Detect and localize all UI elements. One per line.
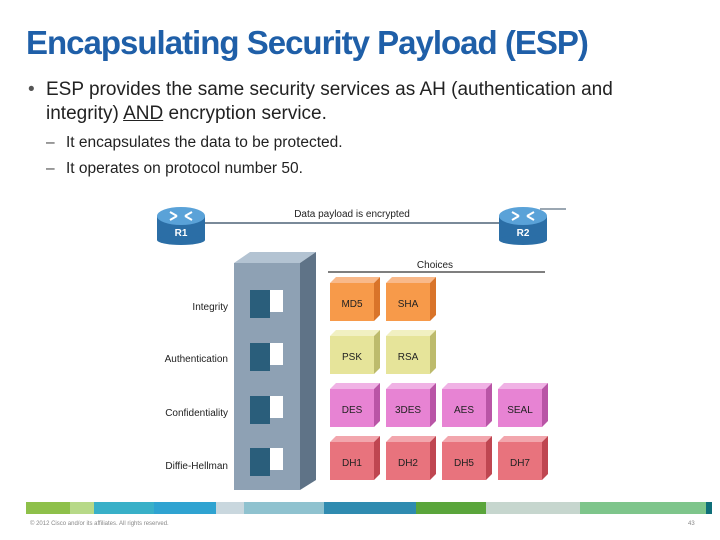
sub-bullet-2: –It operates on protocol number 50. [46,160,303,178]
router-r1-icon: R1 [157,207,205,245]
footer-segment [416,502,486,514]
footer-segment [94,502,154,514]
svg-text:DH7: DH7 [510,458,530,469]
svg-text:PSK: PSK [342,352,362,363]
sub-bullet-1: –It encapsulates the data to be protecte… [46,134,343,152]
copyright-text: © 2012 Cisco and/or its affiliates. All … [30,521,169,527]
svg-text:DH1: DH1 [342,458,362,469]
footer-segment [26,502,70,514]
option-sha: SHA [386,277,436,321]
svg-text:3DES: 3DES [395,405,421,416]
option-3des: 3DES [386,383,436,427]
option-aes: AES [442,383,492,427]
option-dh1: DH1 [330,436,380,480]
bullet-text: ESP provides the same security services … [28,78,688,126]
svg-text:SEAL: SEAL [507,405,533,416]
link-label: Data payload is encrypted [294,209,410,220]
page-number: 43 [688,521,695,527]
security-tower [234,252,316,490]
bullet-text-start: ESP provides the same security services … [46,79,613,124]
footer-segment [244,502,324,514]
footer-segment [580,502,706,514]
sub-bullet-2-text: It operates on protocol number 50. [66,160,303,177]
option-des: DES [330,383,380,427]
slide-title: Encapsulating Security Payload (ESP) [26,24,589,61]
option-dh5: DH5 [442,436,492,480]
footer-segment [70,502,94,514]
row-label-integrity: Integrity [192,302,228,313]
footer-color-bar [26,502,712,514]
dash-2: – [46,160,55,177]
router-r1-label: R1 [175,228,188,239]
footer-segment [154,502,216,514]
bullet-dot: • [28,79,35,100]
row-label-diffie-hellman: Diffie-Hellman [165,461,228,472]
sub-bullet-1-text: It encapsulates the data to be protected… [66,134,343,151]
dash-1: – [46,134,55,151]
svg-text:SHA: SHA [398,299,419,310]
router-r2-icon: R2 [499,207,547,245]
row-label-authentication: Authentication [165,354,228,365]
row-label-confidentiality: Confidentiality [165,408,228,419]
choices-label: Choices [417,260,453,271]
option-dh2: DH2 [386,436,436,480]
main-bullet: • ESP provides the same security service… [28,78,688,126]
option-dh7: DH7 [498,436,548,480]
svg-text:DES: DES [342,405,363,416]
svg-text:RSA: RSA [398,352,419,363]
footer-segment [486,502,580,514]
option-psk: PSK [330,330,380,374]
svg-text:DH2: DH2 [398,458,418,469]
svg-text:AES: AES [454,405,474,416]
bullet-text-and: AND [123,103,164,124]
svg-text:DH5: DH5 [454,458,474,469]
footer-segment [706,502,712,514]
bullet-text-end: encryption service. [163,103,327,124]
option-seal: SEAL [498,383,548,427]
footer-segment [324,502,416,514]
router-r2-label: R2 [517,228,530,239]
option-md5: MD5 [330,277,380,321]
footer-segment [216,502,244,514]
svg-text:MD5: MD5 [341,299,363,310]
option-rsa: RSA [386,330,436,374]
